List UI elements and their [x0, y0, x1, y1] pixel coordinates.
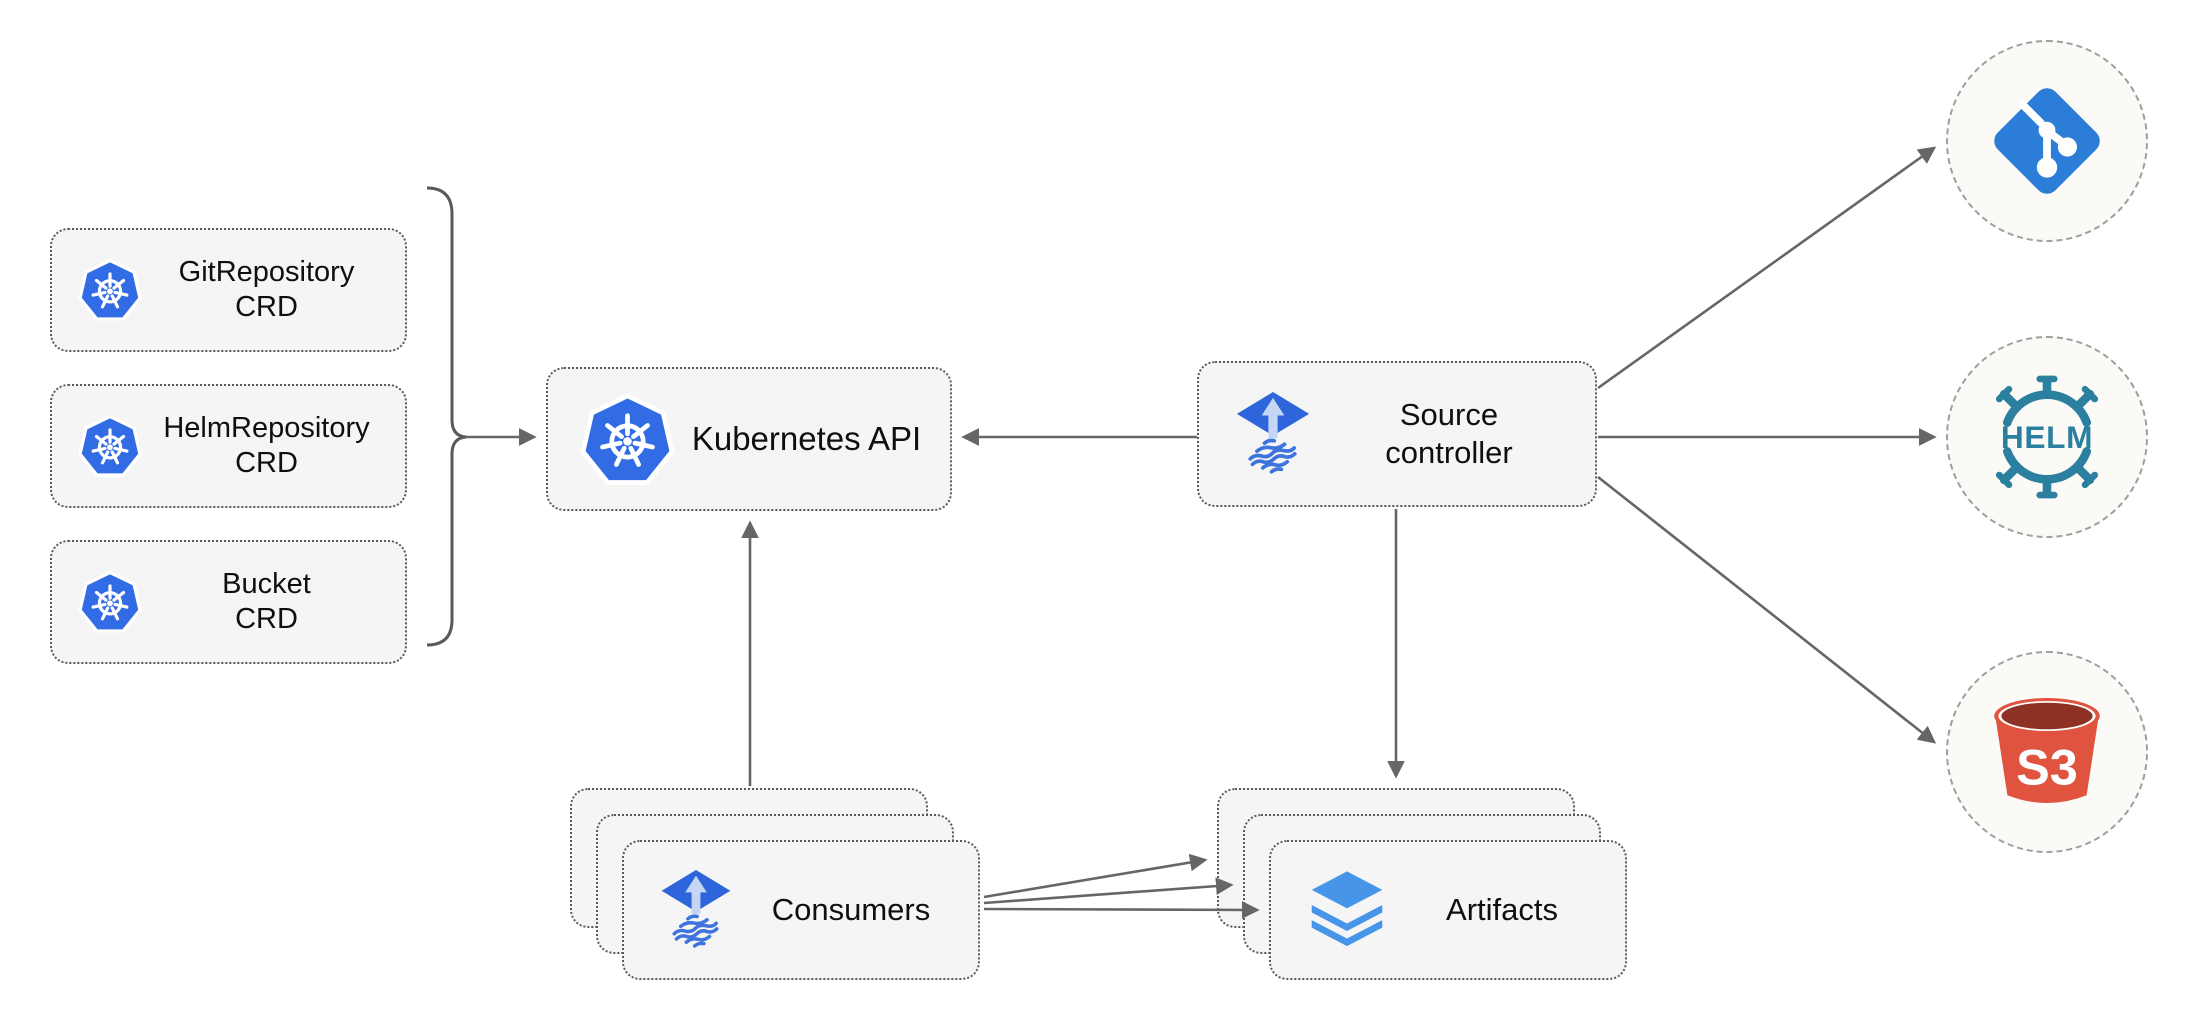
kubernetes-api-label: Kubernetes API: [691, 419, 922, 457]
s3-bucket-icon: S3: [1987, 692, 2107, 812]
flux-icon: [1231, 390, 1315, 478]
node-helmrepository-crd: HelmRepository CRD: [50, 384, 407, 508]
kubernetes-icon: [580, 392, 675, 487]
node-helm-source: HELM: [1946, 336, 2148, 538]
edge-source-controller-to-s3: [1597, 475, 1937, 744]
gitrepository-crd-label: GitRepository CRD: [178, 255, 355, 323]
node-bucket-crd: Bucket CRD: [50, 540, 407, 664]
git-icon: [1994, 88, 2100, 194]
node-gitrepository-crd: GitRepository CRD: [50, 228, 407, 352]
edge-consumers-to-artifacts-1: [983, 853, 1208, 899]
layers-icon: [1311, 871, 1383, 947]
kubernetes-icon: [78, 570, 142, 633]
kubernetes-icon: [78, 414, 142, 477]
kubernetes-icon: [78, 414, 142, 478]
node-consumers: Consumers: [622, 840, 980, 980]
s3-bucket-icon: S3: [1994, 698, 2100, 803]
helm-icon: HELM: [1995, 375, 2099, 499]
node-git-source: [1946, 40, 2148, 242]
git-icon: [1987, 81, 2107, 201]
layers-icon: [1303, 868, 1391, 952]
node-source-controller: Source controller: [1197, 361, 1597, 507]
bucket-crd-label: Bucket CRD: [222, 567, 311, 635]
flux-icon: [1236, 392, 1310, 474]
edge-source-controller-to-git: [1597, 146, 1937, 390]
helm-icon: HELM: [1981, 371, 2113, 503]
source-controller-label: Source controller: [1385, 397, 1513, 470]
helm-wordmark: HELM: [2001, 419, 2093, 455]
flux-icon: [661, 870, 731, 948]
kubernetes-icon: [580, 392, 675, 485]
edge-consumers-to-artifacts-2: [983, 877, 1234, 905]
node-artifacts: Artifacts: [1269, 840, 1627, 980]
kubernetes-icon: [78, 258, 142, 321]
node-kubernetes-api: Kubernetes API: [546, 367, 952, 511]
consumers-label: Consumers: [771, 892, 931, 928]
node-s3-source: S3: [1946, 651, 2148, 853]
kubernetes-icon: [78, 258, 142, 322]
s3-wordmark: S3: [2016, 738, 2078, 795]
flux-icon: [656, 868, 736, 952]
kubernetes-icon: [78, 570, 142, 634]
artifacts-label: Artifacts: [1446, 892, 1558, 928]
helmrepository-crd-label: HelmRepository CRD: [163, 411, 370, 479]
crd-group-bracket: [426, 186, 467, 647]
